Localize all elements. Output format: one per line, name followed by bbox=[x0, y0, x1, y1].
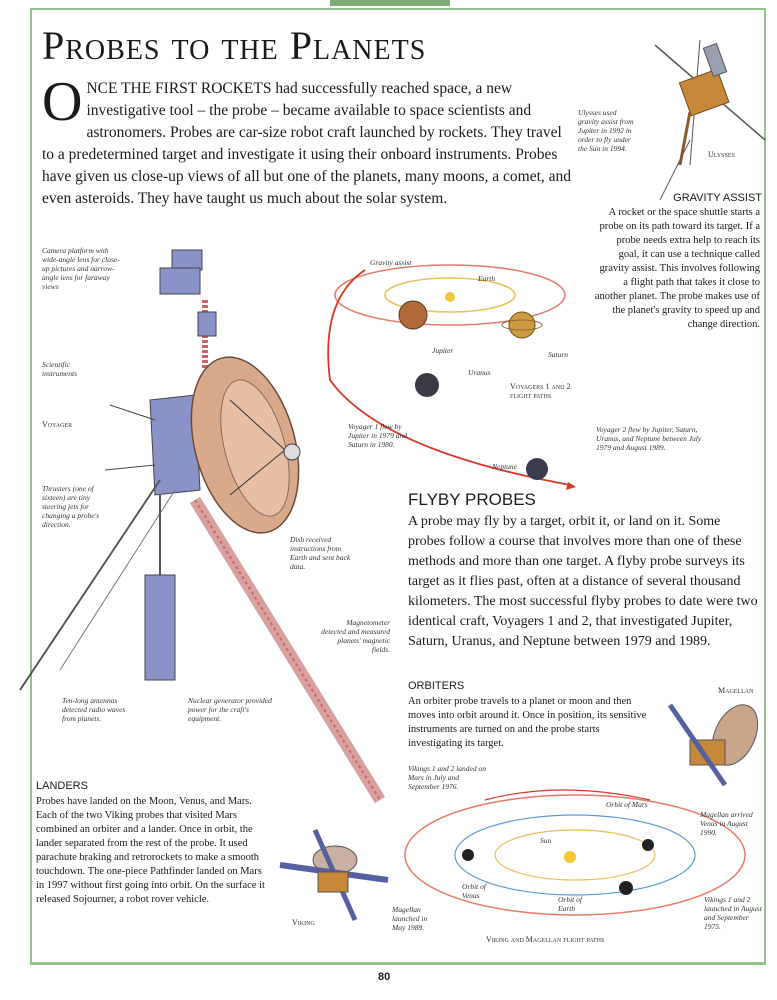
voyager1-label: Voyager 1 flew by Jupiter in 1979 and Sa… bbox=[348, 422, 407, 449]
ulysses-probe-illustration bbox=[654, 39, 766, 201]
sun-label: Sun bbox=[540, 836, 552, 845]
camera-platform-label: Camera platform with wide-angle lens for… bbox=[42, 246, 120, 291]
viking-caption: Vikings 1 and 2 landed on Mars in July a… bbox=[408, 764, 486, 791]
orbit-diagram bbox=[404, 789, 746, 916]
earth-label: Earth bbox=[478, 274, 496, 283]
intro-body: had successfully reached space, a new in… bbox=[42, 80, 572, 207]
gravity-assist-diagram bbox=[327, 264, 576, 490]
intro-lead: NCE THE FIRST ROCKETS bbox=[86, 80, 272, 97]
gravity-assist-label: Gravity assist bbox=[370, 258, 412, 267]
flyby-text: A probe may fly by a target, orbit it, o… bbox=[408, 514, 758, 649]
thrusters-label: Thrusters (one of sixteen) are tiny stee… bbox=[42, 484, 100, 529]
page-title: Probes to the Planets bbox=[42, 23, 427, 68]
scientific-instruments-label: Scientific instruments bbox=[42, 360, 78, 378]
voyager-paths-label: Voyagers 1 and 2 flight paths bbox=[510, 382, 571, 400]
ulysses-label: Ulysses bbox=[708, 150, 735, 159]
voyager2-label: Voyager 2 flew by Jupiter, Saturn, Uranu… bbox=[596, 425, 702, 452]
sun-marker bbox=[445, 292, 455, 302]
neptune-planet bbox=[526, 458, 548, 480]
voyager-illustration bbox=[19, 249, 386, 804]
orbit-of-mars-label: Orbit of Mars bbox=[606, 800, 648, 809]
header-tab bbox=[330, 0, 450, 6]
landers-heading: Landers bbox=[36, 780, 88, 792]
nuclear-generator-label: Nuclear generator provided power for the… bbox=[188, 696, 272, 723]
gravity-assist-text: A rocket or the space shuttle starts a p… bbox=[594, 207, 760, 330]
orbit-of-earth-label: Orbit of Earth bbox=[558, 895, 582, 913]
orbiters-text: An orbiter probe travels to a planet or … bbox=[408, 696, 647, 749]
magellan-illustration bbox=[667, 703, 759, 787]
uranus-label: Uranus bbox=[468, 368, 491, 377]
flyby-heading: Flyby Probes bbox=[408, 490, 536, 509]
drop-cap: O bbox=[42, 71, 83, 133]
viking-illustration bbox=[279, 828, 389, 922]
uranus-planet bbox=[415, 373, 439, 397]
page-border bbox=[30, 8, 766, 965]
orbiters-heading: Orbiters bbox=[408, 680, 465, 692]
antenna-label: Ten-long antennas detected radio waves f… bbox=[62, 696, 126, 723]
saturn-planet bbox=[508, 311, 536, 339]
ulysses-caption: Ulysses used gravity assist from Jupiter… bbox=[578, 108, 634, 153]
jupiter-label: Jupiter bbox=[432, 346, 454, 355]
viking-paths-label: Viking and Magellan flight paths bbox=[486, 935, 605, 944]
magellan-launched-label: Magellan launched in May 1989. bbox=[392, 905, 428, 932]
vikings-launched-label: Vikings 1 and 2 launched in August and S… bbox=[704, 895, 762, 931]
voyager-label: Voyager bbox=[42, 420, 73, 429]
page-number: 80 bbox=[378, 971, 391, 983]
neptune-label: Neptune bbox=[492, 462, 517, 471]
dish-label: Dish received instructions from Earth an… bbox=[290, 535, 351, 571]
magellan-label: Magellan bbox=[718, 686, 754, 695]
jupiter-planet bbox=[398, 300, 428, 330]
orbit-of-venus-label: Orbit of Venus bbox=[462, 882, 486, 900]
magellan-arrived-label: Magellan arrived Venus in August 1990. bbox=[700, 810, 753, 837]
viking-probe-label: Viking bbox=[292, 918, 315, 927]
magnetometer-label: Magnetometer detected and measured plane… bbox=[321, 618, 390, 654]
gravity-assist-heading: Gravity Assist bbox=[673, 192, 762, 204]
landers-text: Probes have landed on the Moon, Venus, a… bbox=[36, 796, 265, 905]
saturn-label: Saturn bbox=[548, 350, 569, 359]
